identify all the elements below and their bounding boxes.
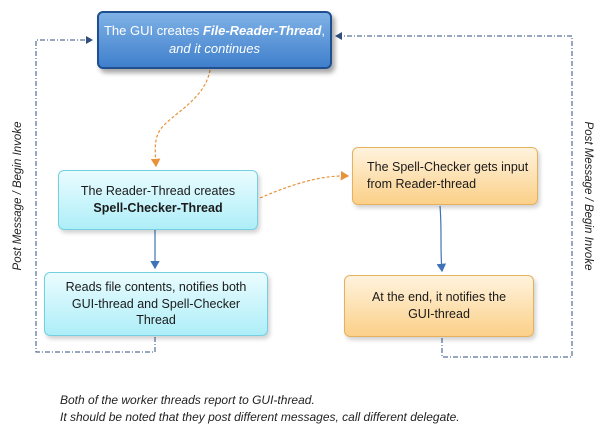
- reads-box-line2: GUI-thread and Spell-Checker: [71, 296, 241, 311]
- side-label-left: Post Message / Begin Invoke: [12, 121, 24, 271]
- caption: Both of the worker threads report to GUI…: [60, 392, 460, 427]
- gui-creates-reader-box: The GUI creates File-Reader-Thread, and …: [97, 11, 332, 69]
- arrow-reader-to-spell: [259, 170, 350, 199]
- spell-checker-input-box: The Spell-Checker gets input from Reader…: [352, 147, 538, 205]
- end-box-line2: GUI-thread: [408, 307, 470, 321]
- side-label-right: Post Message / Begin Invoke: [582, 121, 594, 271]
- gui-box-line2-text: and it continues: [168, 41, 261, 56]
- reads-box-line1: Reads file contents, notifies both: [65, 279, 247, 294]
- reads-file-box: Reads file contents, notifies both GUI-t…: [44, 272, 268, 336]
- end-box-line1: At the end, it notifies the: [371, 290, 507, 305]
- caption-line1: Both of the worker threads report to GUI…: [60, 393, 315, 407]
- spell-box-line2: from Reader-thread: [367, 177, 477, 191]
- reads-box-line3: Thread: [136, 313, 176, 328]
- gui-box-line1-pre: The GUI creates: [103, 23, 203, 39]
- feedback-right-line: [335, 32, 573, 358]
- feedback-left-line: [35, 36, 156, 353]
- spell-box-line1: The Spell-Checker gets input: [367, 160, 529, 175]
- reader-box-line2: Spell-Checker-Thread: [93, 201, 223, 215]
- gui-box-line1-emphasis: File-Reader-Thread: [202, 23, 322, 39]
- caption-line2: It should be noted that they post differ…: [60, 410, 460, 425]
- gui-box-line1: The GUI creates File-Reader-Thread,: [104, 22, 325, 40]
- arrow-gui-to-reader: [150, 69, 211, 168]
- reader-thread-box: The Reader-Thread creates Spell-Checker-…: [58, 170, 258, 230]
- gui-box-line2: and it continues: [104, 40, 325, 58]
- arrow-spell-to-end: [436, 205, 447, 273]
- gui-box-line1-post: ,: [321, 23, 326, 39]
- notifies-gui-box: At the end, it notifies the GUI-thread: [344, 275, 534, 337]
- reader-box-line1: The Reader-Thread creates: [80, 184, 236, 199]
